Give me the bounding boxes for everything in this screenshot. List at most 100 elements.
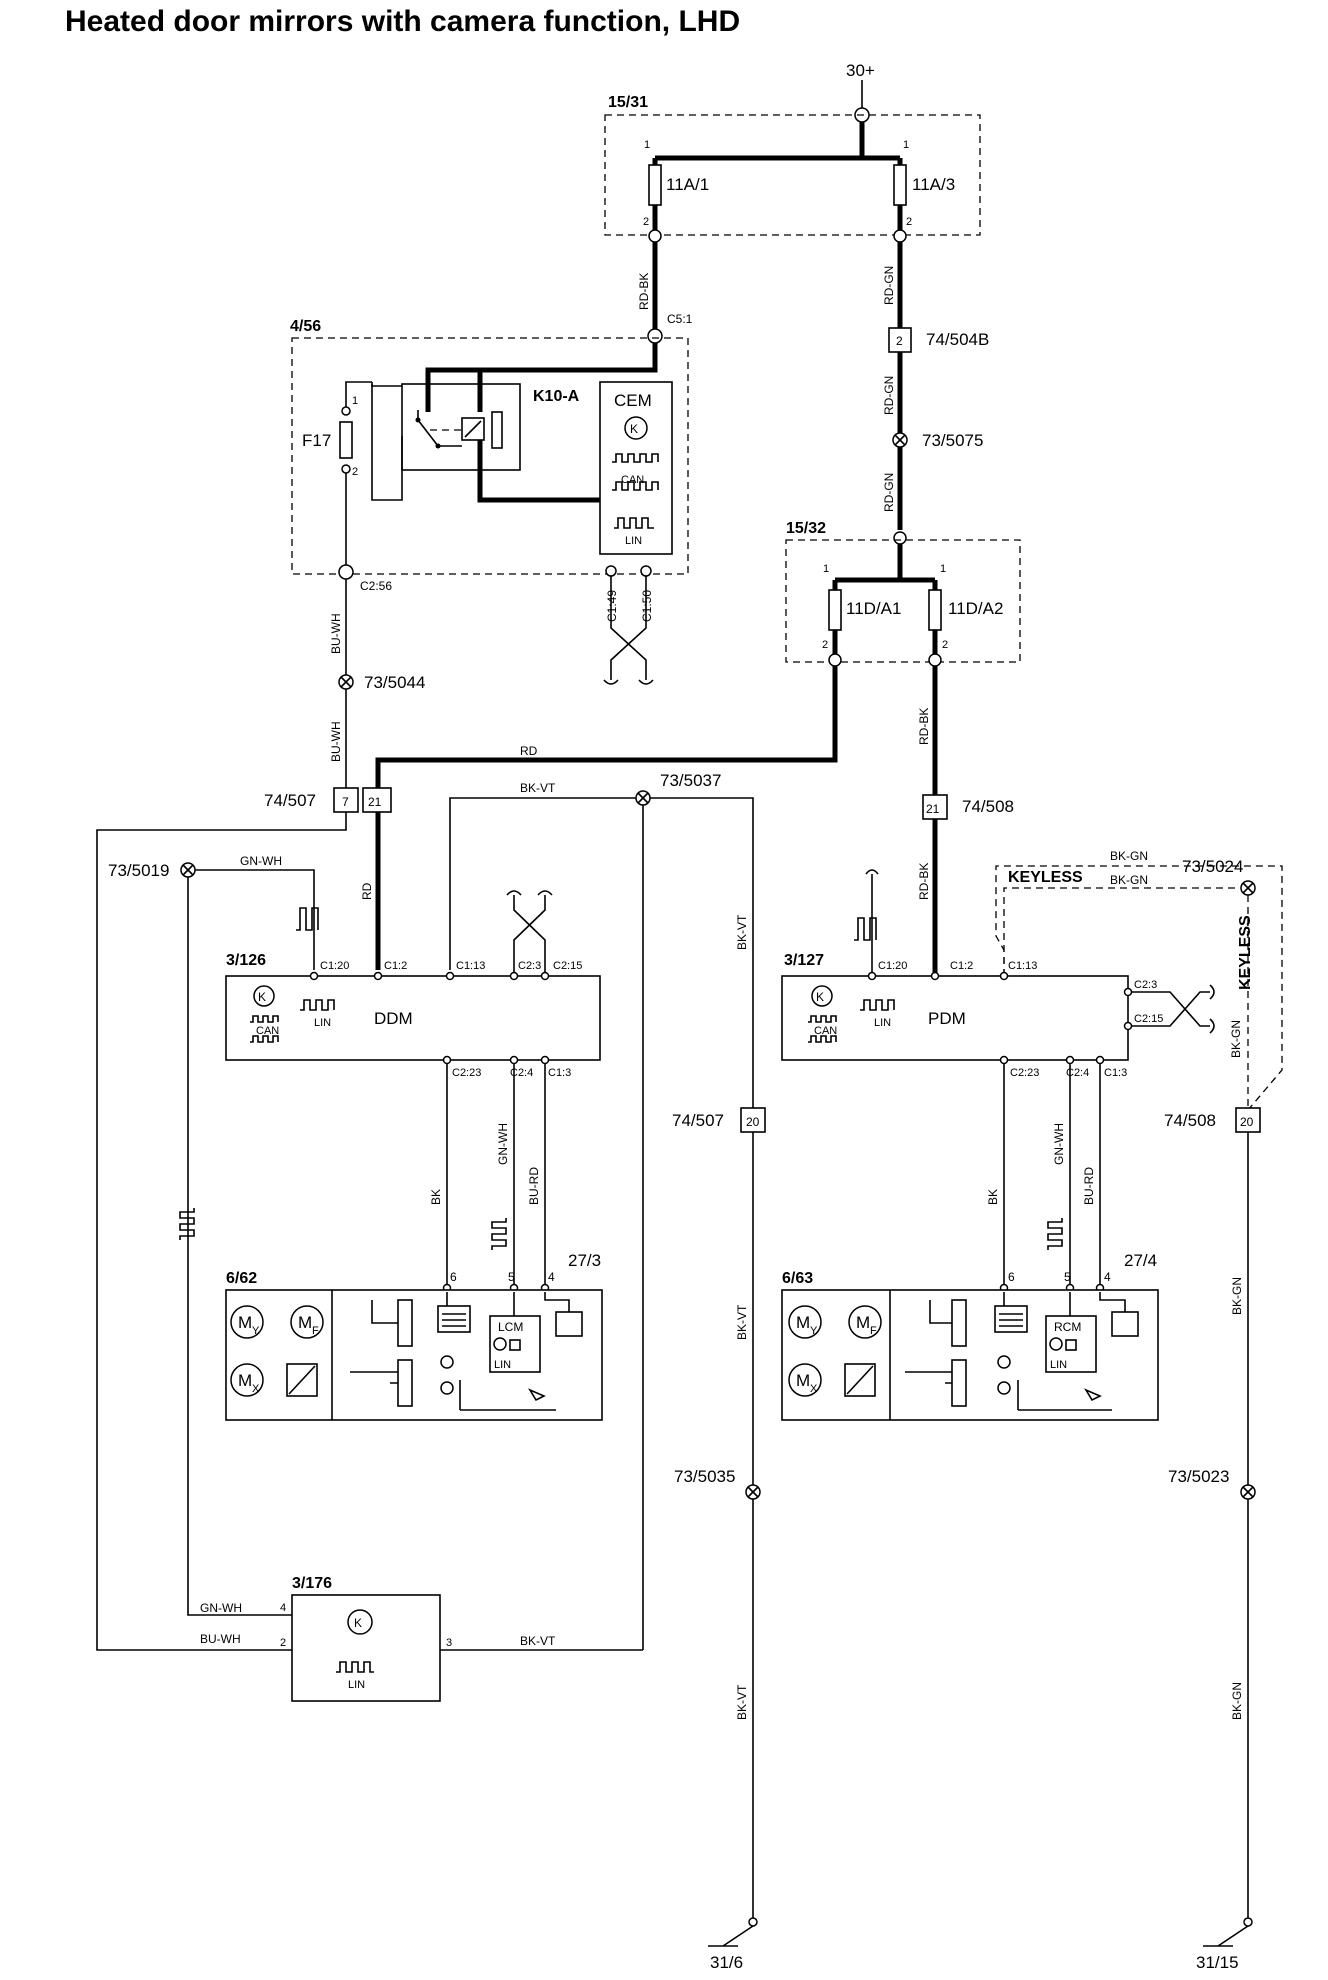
svg-text:BK-GN: BK-GN (1230, 1277, 1244, 1315)
pdm-can-twisted-pair (1132, 991, 1210, 1027)
connector-74-507-label: 74/507 (264, 791, 316, 810)
ddm-module (225, 975, 601, 1061)
svg-text:CAN: CAN (621, 474, 644, 486)
wire-relay-cem (477, 370, 600, 503)
svg-text:F: F (870, 1325, 877, 1337)
svg-text:2: 2 (280, 1637, 286, 1649)
motor-f-icon (848, 1305, 882, 1339)
svg-text:C1:49: C1:49 (605, 590, 619, 622)
splice-73-5035-label: 73/5035 (674, 1467, 735, 1486)
svg-text:BK: BK (986, 1189, 1000, 1205)
svg-text:RD-BK: RD-BK (917, 708, 931, 745)
svg-text:2: 2 (906, 216, 912, 228)
ddm-label: DDM (374, 1009, 413, 1028)
svg-text:C2:4: C2:4 (510, 1067, 533, 1079)
cem-box-label: 4/56 (290, 318, 321, 335)
svg-text:2: 2 (942, 639, 948, 651)
svg-text:GN-WH: GN-WH (1052, 1123, 1066, 1165)
svg-text:RD-GN: RD-GN (882, 376, 896, 415)
splice-73-5023-label: 73/5023 (1168, 1467, 1229, 1486)
svg-text:C1:3: C1:3 (1104, 1067, 1127, 1079)
connector-74-504b-label: 74/504B (926, 330, 989, 349)
pdm-ecu-icon (811, 985, 833, 1007)
svg-text:C2:23: C2:23 (452, 1067, 481, 1079)
svg-text:RD: RD (520, 744, 538, 758)
wire-bu-wh-node (96, 812, 347, 1651)
svg-text:C2:15: C2:15 (1134, 1013, 1163, 1025)
svg-text:M: M (796, 1313, 810, 1332)
wire-cem-relay-feed (425, 343, 658, 412)
fuse-box-15-32-in (893, 531, 907, 545)
svg-text:21: 21 (926, 802, 940, 816)
splice-73-5024-label: 73/5024 (1182, 857, 1243, 876)
svg-text:BU-WH: BU-WH (329, 613, 343, 654)
fuse-11a3-label: 11A/3 (912, 175, 955, 194)
keyless-label-1: KEYLESS (1008, 869, 1083, 886)
fuse-11da2 (928, 589, 942, 631)
svg-text:LIN: LIN (1050, 1359, 1067, 1371)
connector-74-508-lower-label: 74/508 (1164, 1111, 1216, 1130)
wire-gn-wh-ddm (195, 869, 315, 970)
svg-text:LIN: LIN (494, 1359, 511, 1371)
svg-text:BK-VT: BK-VT (520, 1634, 556, 1648)
svg-text:21: 21 (368, 795, 382, 809)
svg-text:C2:4: C2:4 (1066, 1067, 1089, 1079)
svg-text:C1:13: C1:13 (456, 960, 485, 972)
diagram-title: Heated door mirrors with camera function… (65, 5, 740, 38)
connector-74-507-pin21 (362, 787, 392, 813)
svg-text:2: 2 (896, 334, 903, 348)
svg-text:C1:20: C1:20 (320, 960, 349, 972)
svg-text:RD-BK: RD-BK (917, 863, 931, 900)
svg-text:BK-GN: BK-GN (1229, 1020, 1243, 1058)
svg-text:LIN: LIN (625, 535, 642, 547)
svg-text:C2:15: C2:15 (553, 960, 582, 972)
connector-74-508-pin21 (922, 794, 948, 820)
fuse-box-15-31 (604, 114, 981, 236)
svg-text:5: 5 (508, 1270, 515, 1284)
svg-text:1: 1 (823, 563, 829, 575)
cem-lin-signal-icon (614, 517, 654, 529)
svg-text:3: 3 (446, 1637, 452, 1649)
svg-text:7: 7 (342, 795, 349, 809)
svg-text:2: 2 (822, 639, 828, 651)
fuse-11a3-pin2 (893, 229, 907, 243)
wire-gn-wh-node (187, 877, 292, 1616)
svg-text:X: X (810, 1383, 818, 1395)
camera-27-4-label: 27/4 (1124, 1251, 1157, 1270)
relay-coil (491, 411, 503, 449)
svg-text:20: 20 (746, 1115, 760, 1129)
svg-text:K: K (354, 1616, 362, 1630)
motor-x-icon (230, 1363, 264, 1397)
cem-can-twisted-pair (610, 576, 647, 680)
svg-text:BK-GN: BK-GN (1230, 1682, 1244, 1720)
svg-text:C2:23: C2:23 (1010, 1067, 1039, 1079)
svg-text:C5:1: C5:1 (667, 312, 693, 326)
svg-text:LCM: LCM (498, 1320, 523, 1334)
pdm-lin-icon (860, 999, 895, 1011)
fuse-box-15-32-label: 15/32 (786, 520, 826, 537)
ddm-can-twisted-pair (513, 895, 546, 972)
fuse-11a1-label: 11A/1 (666, 175, 709, 194)
svg-text:Y: Y (810, 1325, 818, 1337)
ddm-lin-icon (300, 999, 335, 1011)
fuse-11da2-label: 11D/A2 (948, 599, 1003, 618)
svg-text:4: 4 (548, 1270, 555, 1284)
connector-74-507-lower-label: 74/507 (672, 1111, 724, 1130)
ground-31-15-symbol (1203, 1925, 1249, 1947)
svg-text:C2:3: C2:3 (518, 960, 541, 972)
pdm-id: 3/127 (784, 952, 824, 969)
svg-text:F: F (312, 1325, 319, 1337)
svg-text:LIN: LIN (314, 1017, 331, 1029)
svg-text:M: M (856, 1313, 870, 1332)
svg-text:M: M (796, 1371, 810, 1390)
splice-73-5075-label: 73/5075 (922, 431, 983, 450)
node-3-176-label: 3/176 (292, 1575, 332, 1592)
wire-bk-vt-ground-left (449, 797, 754, 1918)
svg-text:CAN: CAN (256, 1025, 279, 1037)
svg-text:K: K (630, 422, 638, 436)
svg-text:CAN: CAN (814, 1025, 837, 1037)
motor-f-icon (290, 1305, 324, 1339)
cem-box-4-56 (291, 337, 689, 575)
svg-text:6: 6 (1008, 1270, 1015, 1284)
ground-31-6-symbol (708, 1925, 754, 1947)
